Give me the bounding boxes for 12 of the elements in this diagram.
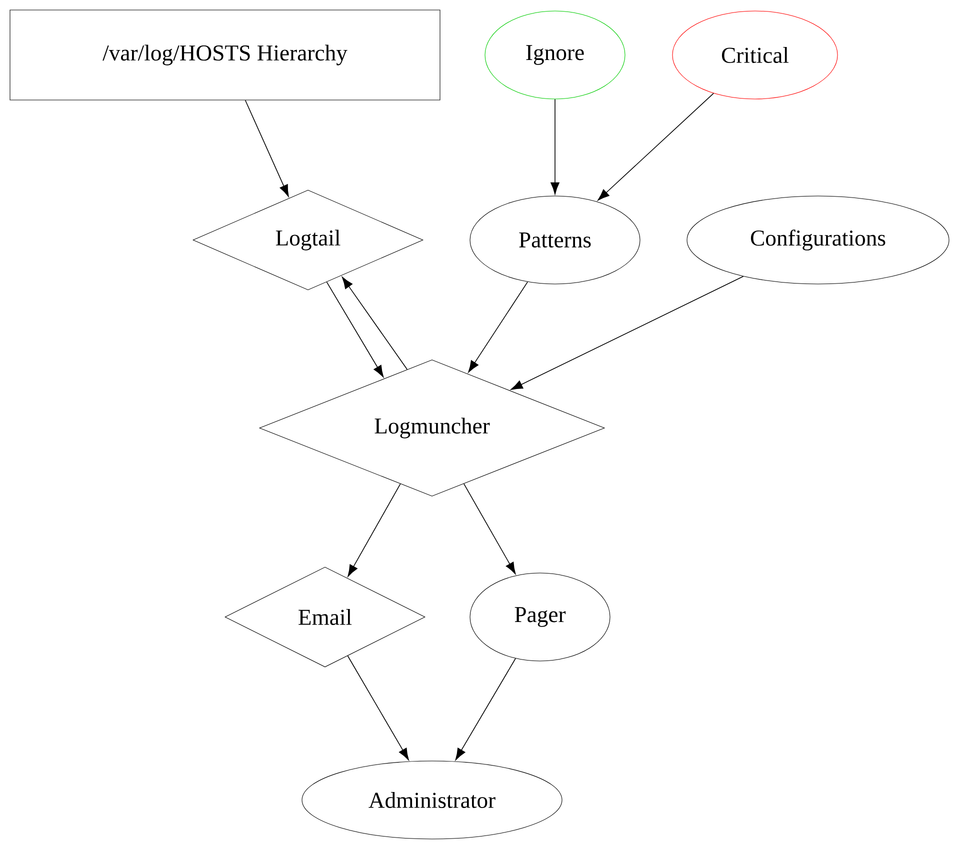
arrow (342, 276, 408, 370)
arrow (348, 484, 401, 577)
arrow (550, 98, 560, 194)
arrow (468, 282, 528, 373)
arrow (326, 282, 384, 378)
arrow (455, 658, 516, 760)
arrow (347, 655, 409, 760)
arrow (598, 92, 714, 201)
arrow (464, 483, 516, 574)
arrow (510, 276, 744, 390)
source-box: /var/log/HOSTS Hierarchy (10, 10, 440, 100)
arrow (244, 100, 289, 197)
